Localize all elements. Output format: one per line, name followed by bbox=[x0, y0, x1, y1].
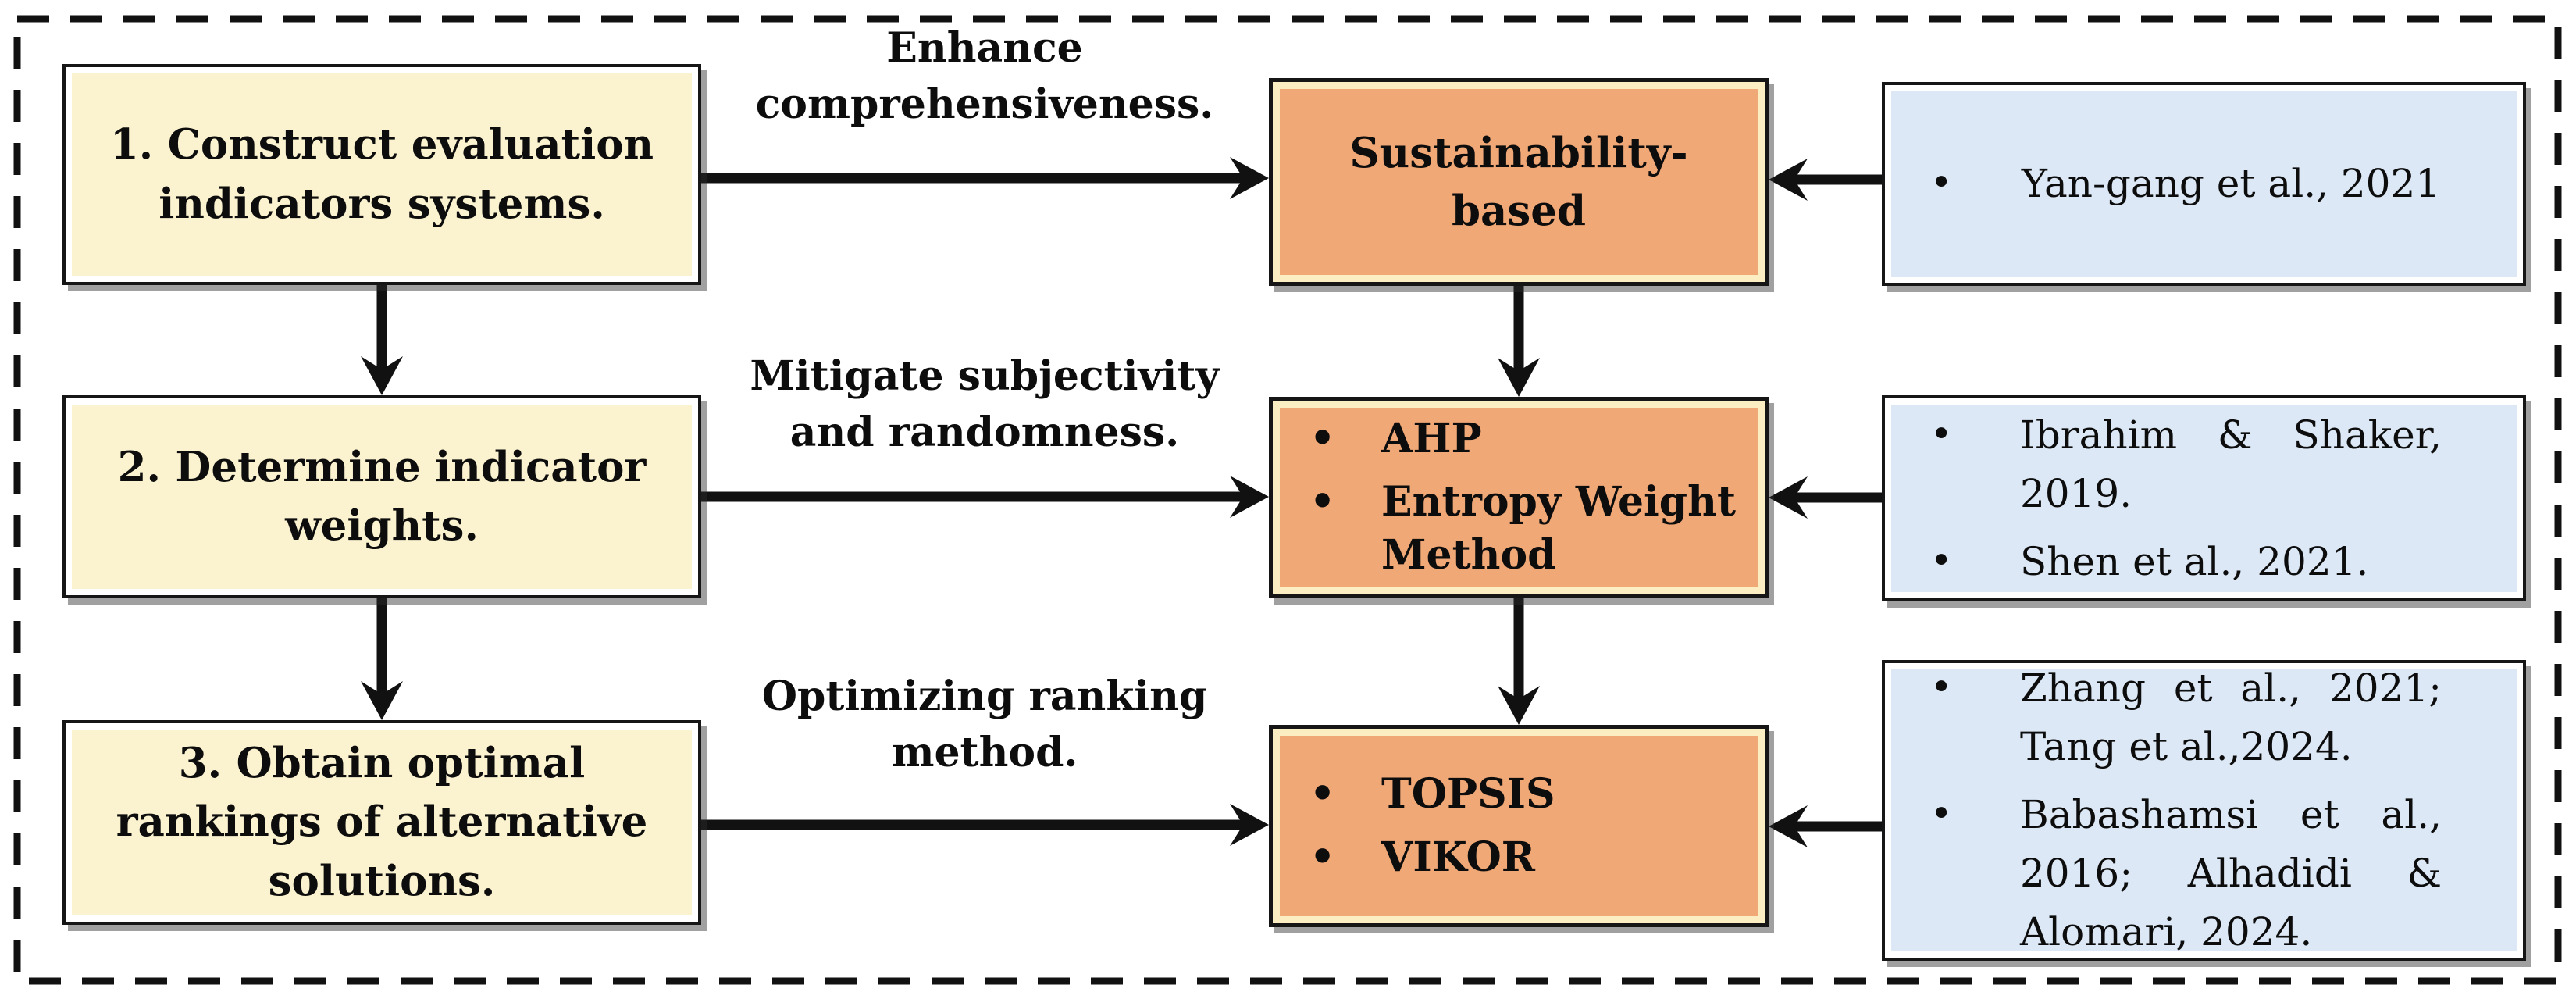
method-3-fill: • TOPSIS • VIKOR bbox=[1273, 729, 1765, 923]
method-2-box: • AHP • Entropy Weight Method bbox=[1269, 397, 1769, 598]
step-1-box: 1. Construct evaluation indicators syste… bbox=[62, 64, 701, 285]
step-2-text: 2. Determine indicator weights. bbox=[117, 442, 647, 550]
arrow-method1-to-method2 bbox=[1498, 286, 1540, 397]
references-3-item-1-text: Zhang et al., 2021; Tang et al.,2024. bbox=[2020, 665, 2442, 769]
references-3-fill: • Zhang et al., 2021; Tang et al.,2024. … bbox=[1891, 665, 2517, 954]
method-3-item-1: • TOPSIS bbox=[1309, 768, 1736, 822]
method-3-item-1-text: TOPSIS bbox=[1381, 769, 1555, 818]
bullet-icon: • bbox=[1309, 477, 1336, 526]
arrow-label-mitigate: Mitigate subjectivity and randomness. bbox=[750, 352, 1220, 456]
bullet-icon: • bbox=[1930, 412, 1953, 456]
references-3-item-2-text: Babashamsi et al., 2016; Alhadidi & Alom… bbox=[2020, 792, 2442, 954]
arrow-method2-to-method3 bbox=[1498, 598, 1540, 725]
arrow-step1-to-method1 bbox=[700, 157, 1269, 199]
arrow-label-enhance: Enhance comprehensiveness. bbox=[755, 24, 1214, 128]
references-1-box: • Yan-gang et al., 2021 bbox=[1882, 82, 2526, 286]
arrow-label-optimizing: Optimizing ranking method. bbox=[761, 673, 1208, 776]
references-2-item-1: • Ibrahim & Shaker, 2019. bbox=[1930, 406, 2442, 523]
method-2-item-1-text: AHP bbox=[1381, 415, 1482, 463]
references-2-item-1-text: Ibrahim & Shaker, 2019. bbox=[2020, 412, 2442, 516]
step-1-text: 1. Construct evaluation indicators syste… bbox=[109, 120, 654, 228]
method-1-box: Sustainability- based bbox=[1269, 78, 1769, 286]
method-1-title: Sustainability- based bbox=[1349, 128, 1688, 235]
step-2-fill: 2. Determine indicator weights. bbox=[72, 405, 692, 589]
step-3-fill: 3. Obtain optimal rankings of alternativ… bbox=[72, 730, 692, 915]
references-3-item-1: • Zhang et al., 2021; Tang et al.,2024. bbox=[1930, 659, 2442, 776]
bullet-icon: • bbox=[1309, 415, 1336, 463]
method-2-item-2: • Entropy Weight Method bbox=[1309, 476, 1736, 583]
references-2-box: • Ibrahim & Shaker, 2019. • Shen et al.,… bbox=[1882, 395, 2526, 601]
references-3-item-2: • Babashamsi et al., 2016; Alhadidi & Al… bbox=[1930, 786, 2442, 962]
step-2-box: 2. Determine indicator weights. bbox=[62, 395, 701, 598]
references-2-item-2-text: Shen et al., 2021. bbox=[2020, 538, 2369, 584]
step-3-box: 3. Obtain optimal rankings of alternativ… bbox=[62, 720, 701, 925]
method-2-fill: • AHP • Entropy Weight Method bbox=[1273, 401, 1765, 594]
method-3-box: • TOPSIS • VIKOR bbox=[1269, 725, 1769, 927]
step-3-text: 3. Obtain optimal rankings of alternativ… bbox=[116, 739, 648, 905]
references-1-fill: • Yan-gang et al., 2021 bbox=[1891, 91, 2517, 277]
method-2-item-1: • AHP bbox=[1309, 412, 1736, 466]
bullet-icon: • bbox=[1309, 833, 1336, 881]
arrow-refs1-to-method1 bbox=[1769, 159, 1883, 201]
method-1-fill: Sustainability- based bbox=[1273, 82, 1765, 282]
references-2-item-2: • Shen et al., 2021. bbox=[1930, 533, 2442, 591]
bullet-icon: • bbox=[1930, 792, 1953, 836]
bullet-icon: • bbox=[1309, 769, 1336, 818]
step-1-fill: 1. Construct evaluation indicators syste… bbox=[72, 73, 692, 276]
bullet-icon: • bbox=[1930, 538, 1953, 583]
method-3-item-2-text: VIKOR bbox=[1381, 833, 1535, 881]
arrow-step2-to-method2 bbox=[700, 476, 1269, 518]
references-1-item-1-text: Yan-gang et al., 2021 bbox=[2021, 161, 2441, 206]
references-1-item-1: • Yan-gang et al., 2021 bbox=[1930, 155, 2442, 213]
arrow-step3-to-method3 bbox=[700, 804, 1269, 846]
method-3-item-2: • VIKOR bbox=[1309, 831, 1736, 885]
arrow-step1-to-step2 bbox=[361, 285, 403, 395]
arrow-refs2-to-method2 bbox=[1769, 476, 1883, 519]
method-2-item-2-text: Entropy Weight Method bbox=[1381, 477, 1736, 580]
references-3-box: • Zhang et al., 2021; Tang et al.,2024. … bbox=[1882, 660, 2526, 961]
bullet-icon: • bbox=[1930, 161, 1953, 205]
arrow-refs3-to-method3 bbox=[1769, 805, 1883, 847]
references-2-fill: • Ibrahim & Shaker, 2019. • Shen et al.,… bbox=[1891, 405, 2517, 592]
arrow-step2-to-step3 bbox=[361, 598, 403, 720]
bullet-icon: • bbox=[1930, 665, 1953, 709]
